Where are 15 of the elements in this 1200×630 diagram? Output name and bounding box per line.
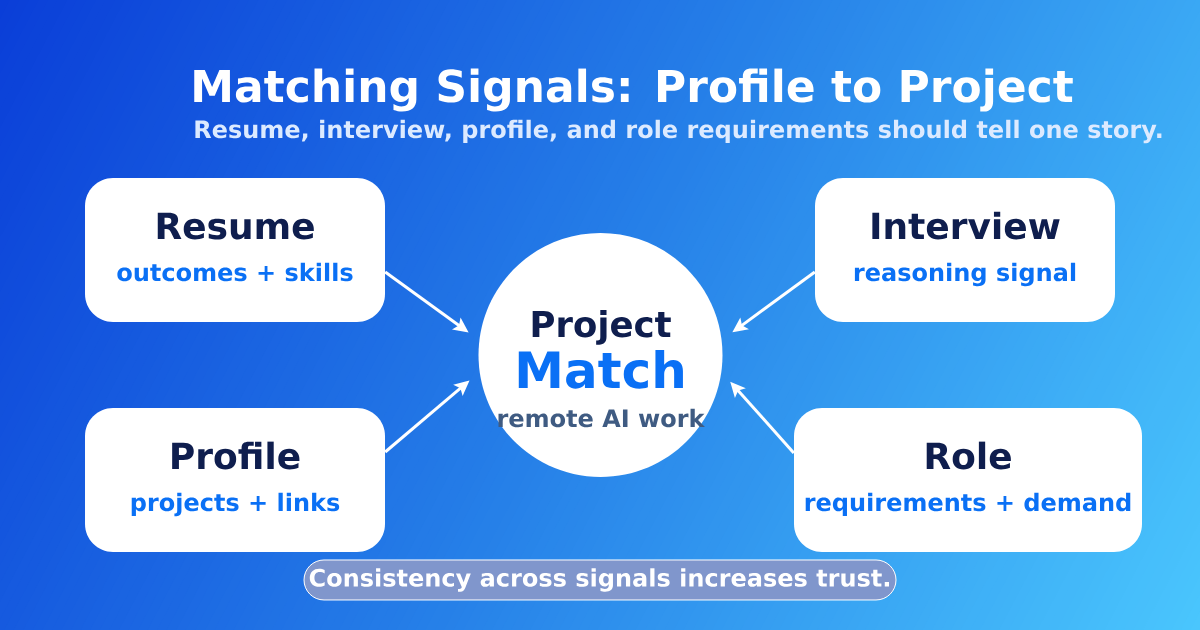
- note-pill: Consistency across signals increases trust.: [303, 559, 897, 601]
- match-circle: [478, 233, 723, 477]
- title: Matching Signals: Profile to Project: [194, 68, 1073, 112]
- circle-keyword: Match: [518, 350, 683, 389]
- card-title: Resume: [157, 212, 314, 240]
- card-subtitle: reasoning signal: [854, 262, 1076, 287]
- card-subtitle: requirements + demand: [805, 492, 1131, 516]
- circle-tagline: remote AI work: [498, 408, 705, 428]
- card-subtitle: projects + links: [131, 492, 340, 517]
- card-subtitle: outcomes + skills: [117, 262, 353, 282]
- subtitle: Resume, interview, profile, and role requirements should tell one story.: [195, 119, 1162, 144]
- card-title: Role: [926, 441, 1011, 470]
- circle-heading: Project: [532, 310, 671, 345]
- card-title: Interview: [872, 211, 1060, 240]
- card-title: Profile: [172, 441, 300, 470]
